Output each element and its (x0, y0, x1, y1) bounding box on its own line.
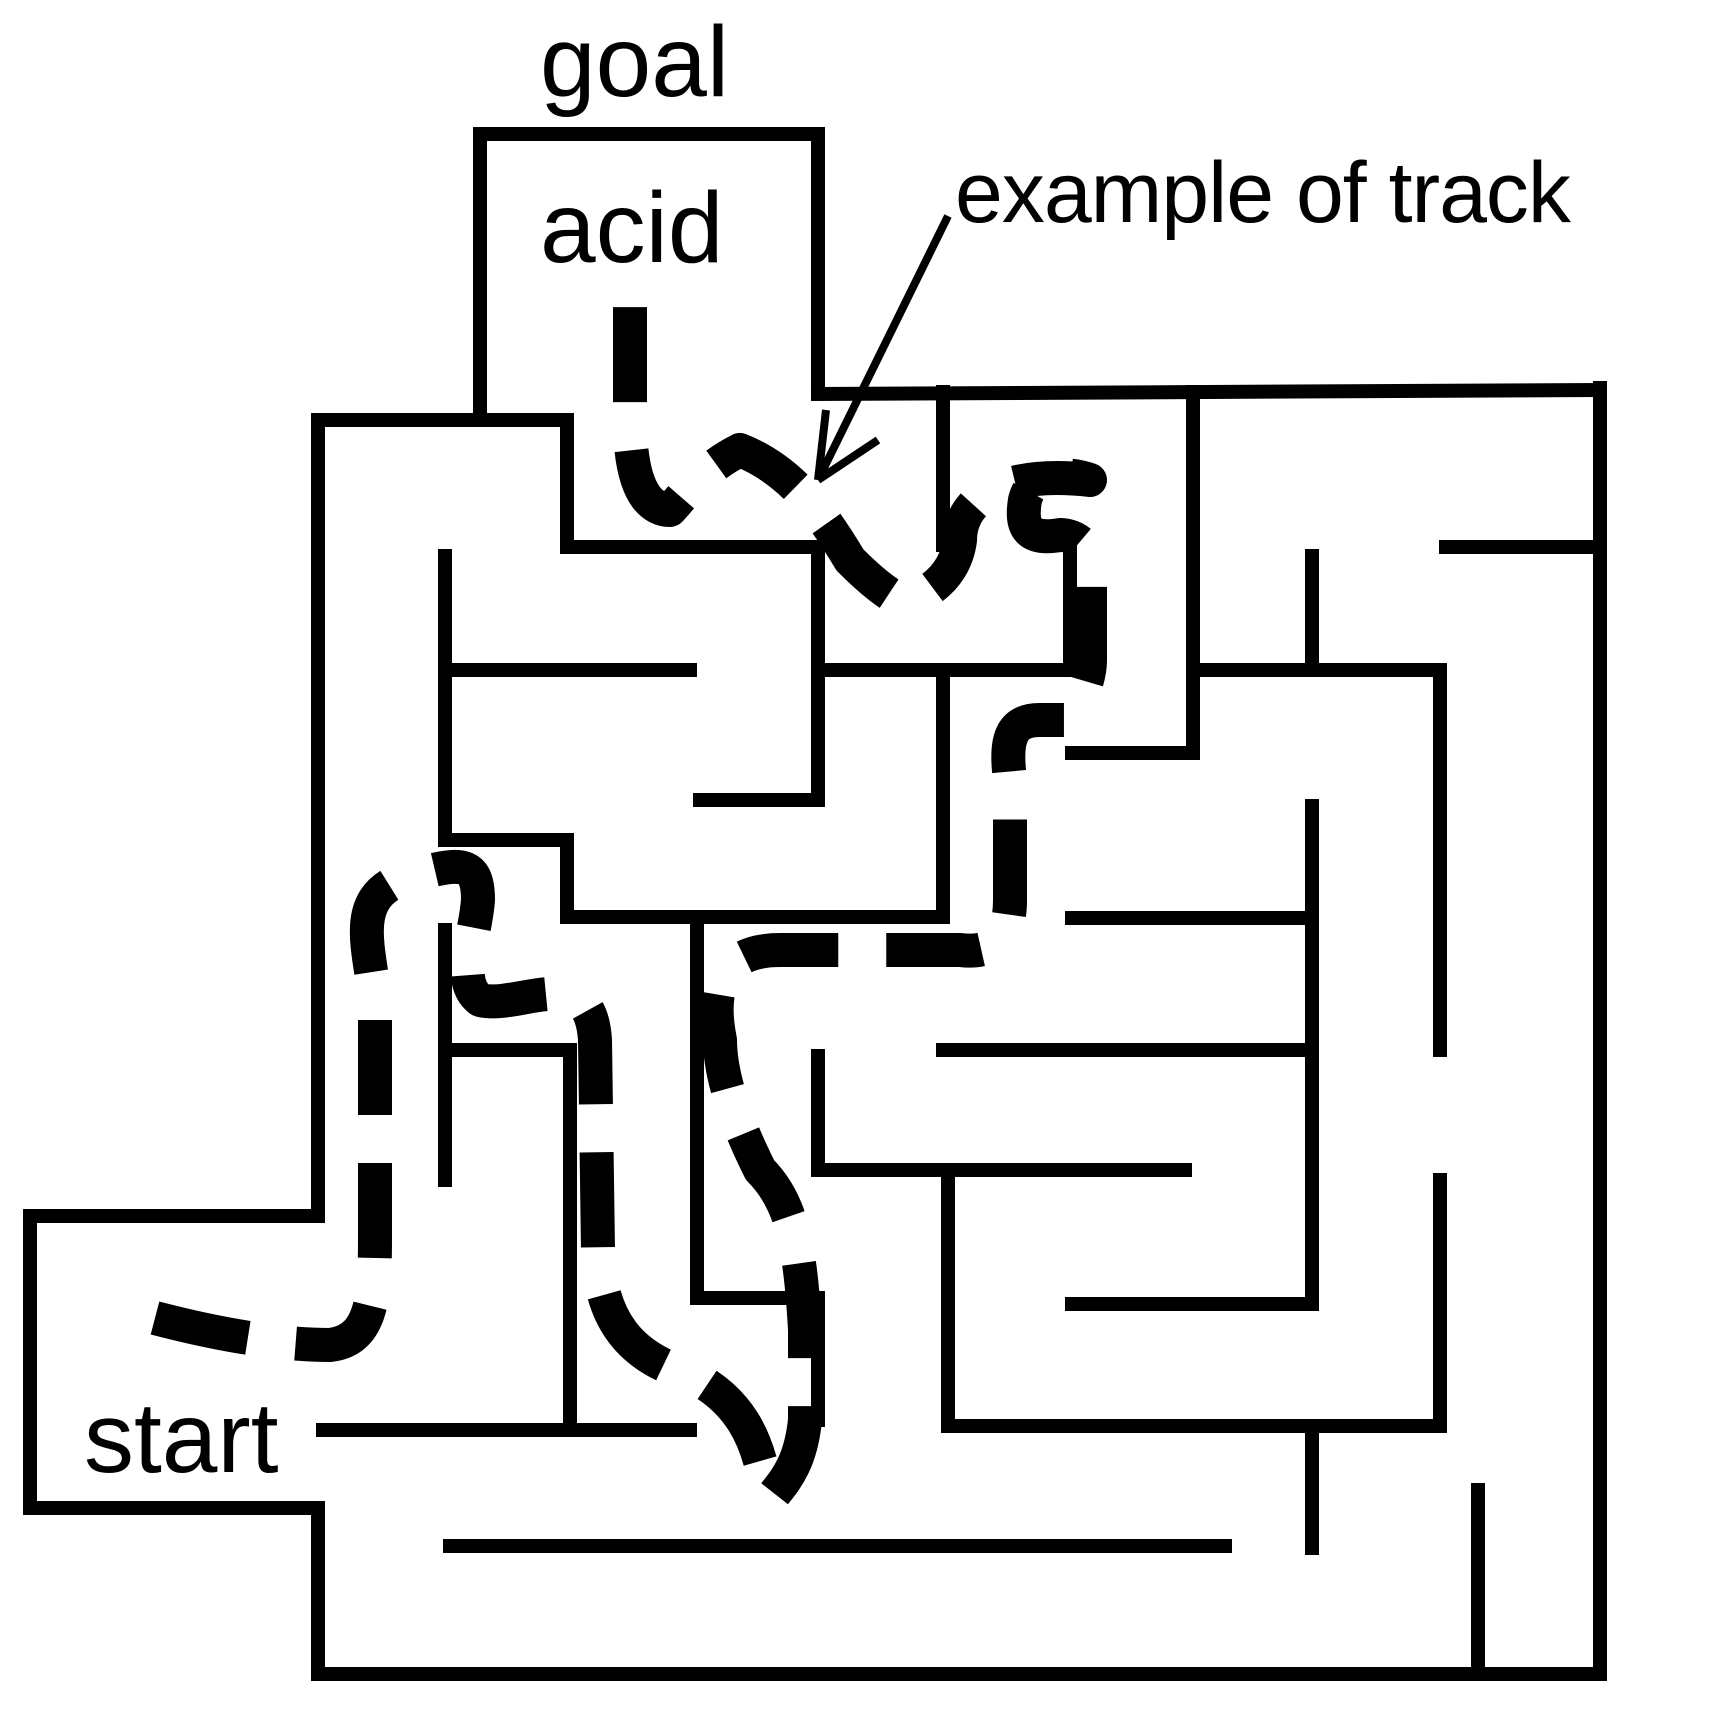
upper-right-shelf (1186, 663, 1447, 1057)
right-inner-post (1065, 799, 1319, 1311)
acid-label: acid (540, 172, 723, 284)
pointer-head-left (814, 409, 830, 481)
middle-stub (811, 1049, 1192, 1177)
maze-walls (23, 127, 1607, 1681)
goal-label: goal (540, 6, 729, 118)
track-note-label: example of track (955, 145, 1572, 241)
example-track (150, 300, 1108, 1517)
middle-inner-u (690, 923, 825, 1427)
pointer-shaft (814, 214, 952, 482)
pointer-head-right (815, 436, 881, 484)
goal-box-wall (473, 127, 825, 427)
middle-left-shelf (438, 1043, 577, 1427)
top-right-wall (810, 382, 1603, 402)
start-label: start (84, 1382, 279, 1494)
upper-mid-shelf (811, 530, 1077, 677)
top-right-divider (1065, 385, 1200, 760)
lower-box (941, 1173, 1447, 1433)
goal-corridor-wall (473, 413, 825, 807)
left-inner-block (438, 549, 950, 924)
track-pointer (814, 214, 952, 484)
outer-wall-upper-left (23, 381, 1607, 1681)
